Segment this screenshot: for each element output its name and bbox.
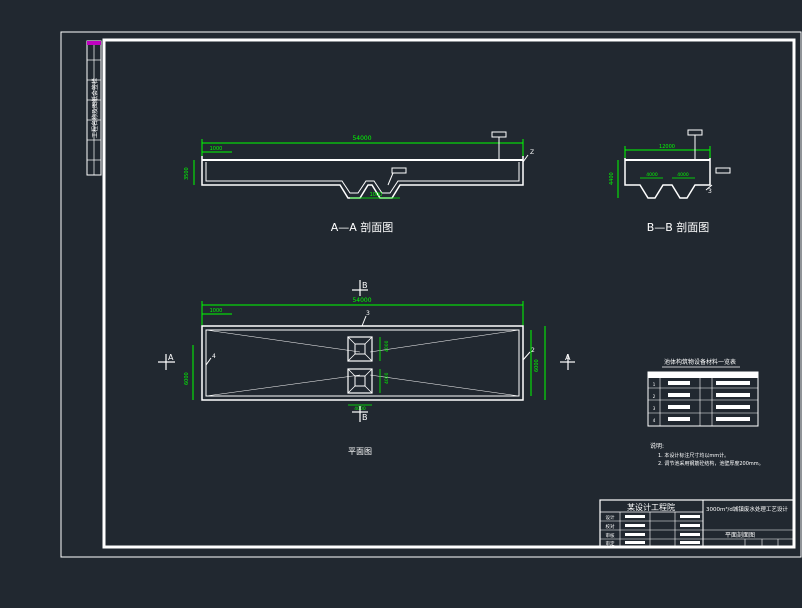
section-bb-view: 12000 4400 4000 4000 3 B—B 剖面图 (609, 129, 731, 234)
plan-height-dim-left: 6000 (184, 372, 190, 385)
title-row-review: 审核 (606, 532, 615, 539)
plan-sump-1 (347, 336, 373, 362)
bb-sub-dim-1: 4000 (646, 172, 658, 178)
plan-callout-left: 4 (212, 353, 216, 360)
material-table-title: 池体构筑物设备材料一览表 (664, 358, 736, 366)
plan-left-dim: 1000 (210, 308, 223, 314)
plan-callout-top: 3 (366, 310, 370, 317)
title-row-check: 校对 (606, 523, 615, 530)
plan-sump-2 (347, 368, 373, 394)
material-row-1: 1 (653, 382, 656, 387)
drawing-frame (102, 38, 796, 549)
bb-tank-outline (624, 158, 711, 199)
aa-height-dim: 3500 (184, 167, 190, 180)
notes-heading: 说明: (650, 442, 664, 450)
section-aa-view: 54000 1000 3500 Z 1000 A—A 剖面图 (184, 131, 534, 234)
design-notes: 说明: 1. 本设计标注尺寸均以mm计。 2. 调节池采用钢筋砼结构，池壁厚度2… (650, 442, 764, 467)
plan-height-dim-right: 6000 (534, 359, 540, 372)
plan-section-a-left: A (168, 353, 174, 362)
aa-sump-marker (391, 167, 407, 174)
plan-view: 54000 1000 4000 4000 (158, 280, 575, 456)
title-sheet-name: 平面剖面图 (725, 531, 755, 539)
plan-tank-inner (205, 329, 520, 397)
bb-caption: B—B 剖面图 (647, 220, 710, 234)
notes-line-2: 2. 调节池采用钢筋砼结构，池壁厚度200mm。 (658, 460, 764, 467)
title-row-design: 设计 (606, 514, 615, 521)
plan-section-b-bottom: B (362, 413, 368, 422)
bb-level-marker (687, 129, 703, 136)
plan-overall-dim: 54000 (352, 297, 371, 304)
aa-left-dim: 1000 (210, 146, 223, 152)
plan-section-b-top: B (362, 281, 368, 290)
plan-callout-right: 2 (531, 347, 535, 354)
side-strip-text: 工程名称及图纸会签栏 (91, 78, 99, 138)
aa-level-marker (491, 131, 507, 138)
plan-sump-dim-1: 4000 (384, 340, 390, 352)
aa-tank-inner (205, 162, 520, 194)
title-row-approve: 审定 (606, 540, 615, 547)
material-table: 池体构筑物设备材料一览表 1 2 3 4 (647, 358, 759, 427)
aa-sump-dim: 1000 (370, 192, 383, 198)
notes-line-1: 1. 本设计标注尺寸均以mm计。 (658, 452, 729, 459)
material-row-3: 3 (653, 406, 656, 411)
aa-tank-outline (201, 156, 524, 199)
plan-caption: 平面图 (348, 447, 372, 456)
title-project: 3000m³/d城镇废水处理工艺设计 (706, 505, 788, 513)
aa-callout-z: Z (530, 149, 534, 156)
title-company: 某设计工程院 (627, 502, 675, 512)
bb-height-dim: 4400 (609, 172, 615, 185)
bb-sub-dim-2: 4000 (677, 172, 689, 178)
plan-section-a-right: A (565, 353, 571, 362)
material-row-4: 4 (653, 418, 656, 423)
side-signature-strip: 工程名称及图纸会签栏 (86, 40, 102, 176)
plan-sump-dim-2: 4000 (384, 372, 390, 384)
aa-caption: A—A 剖面图 (331, 220, 394, 234)
bb-callout: 3 (708, 188, 712, 195)
title-block: 某设计工程院 3000m³/d城镇废水处理工艺设计 平面剖面图 设计 校对 审核… (599, 499, 795, 548)
material-row-2: 2 (653, 394, 656, 399)
bb-overall-dim: 12000 (659, 144, 675, 150)
outer-sheet-border (60, 31, 802, 558)
aa-overall-dim: 54000 (352, 135, 371, 142)
